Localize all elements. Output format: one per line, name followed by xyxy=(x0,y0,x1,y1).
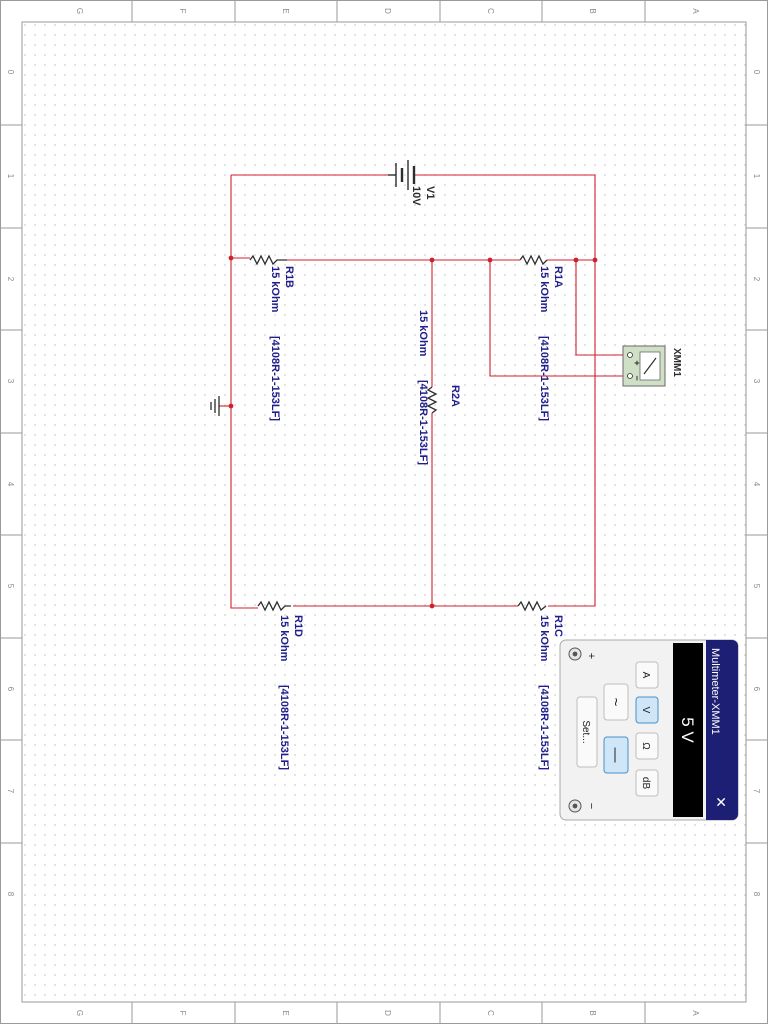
border-number-left: 8 xyxy=(6,892,15,897)
r1a-ref-label: R1A xyxy=(552,266,564,288)
border-number-left: 0 xyxy=(6,70,15,75)
r1b-ref-label: R1B xyxy=(283,266,295,288)
r2a-value-label: 15 kOhm xyxy=(417,310,429,357)
dot-grid xyxy=(22,22,746,1002)
border-letter-bottom: D xyxy=(383,1010,392,1016)
resistor-r2a[interactable] xyxy=(426,386,438,414)
resistor-r1a[interactable] xyxy=(519,254,548,266)
multimeter-title: Multimeter-XMM1 xyxy=(709,648,721,735)
border-number-left: 4 xyxy=(6,482,15,487)
volts-button-label: V xyxy=(640,707,651,714)
volts-button[interactable]: V xyxy=(635,696,659,724)
border-number-right: 1 xyxy=(752,174,761,179)
border-number-left: 5 xyxy=(6,584,15,589)
border-number-right: 0 xyxy=(752,70,761,75)
multimeter-xmm1-symbol[interactable] xyxy=(622,345,666,387)
border-letter-bottom: A xyxy=(691,1010,700,1016)
negative-terminal-label: − xyxy=(585,803,597,809)
border-number-right: 7 xyxy=(752,789,761,794)
border-letter-top: E xyxy=(281,8,290,13)
resistor-r1d[interactable] xyxy=(257,600,291,612)
border-number-right: 3 xyxy=(752,379,761,384)
border-letter-bottom: E xyxy=(281,1010,290,1015)
border-letter-bottom: G xyxy=(75,1010,84,1016)
border-letter-top: A xyxy=(691,8,700,14)
border-letter-top: D xyxy=(383,8,392,14)
r1d-value-label: 15 kOhm xyxy=(278,615,290,662)
border-letter-bottom: B xyxy=(588,1010,597,1015)
amps-button[interactable]: A xyxy=(635,661,659,689)
border-letter-top: C xyxy=(486,8,495,14)
r1a-part-label: [4108R-1-153LF] xyxy=(538,336,550,421)
border-letter-top: G xyxy=(75,8,84,14)
border-letter-top: F xyxy=(178,9,187,14)
border-number-right: 8 xyxy=(752,892,761,897)
border-number-right: 6 xyxy=(752,687,761,692)
resistor-r1c[interactable] xyxy=(517,600,547,612)
amps-button-label: A xyxy=(640,672,651,679)
r2a-ref-label: R2A xyxy=(449,385,461,407)
r1a-value-label: 15 kOhm xyxy=(538,266,550,313)
close-button[interactable]: ✕ xyxy=(708,790,734,814)
negative-terminal[interactable] xyxy=(568,799,582,813)
multimeter-reading: 5 V xyxy=(678,717,697,743)
battery-v1[interactable] xyxy=(388,160,416,190)
db-button[interactable]: dB xyxy=(635,769,659,797)
multimeter-titlebar[interactable] xyxy=(706,640,738,820)
ac-wave-icon: ~ xyxy=(607,698,624,707)
r1b-part-label: [4108R-1-153LF] xyxy=(269,336,281,421)
ac-mode-button[interactable]: ~ xyxy=(603,683,629,721)
border-number-left: 6 xyxy=(6,687,15,692)
close-icon: ✕ xyxy=(713,796,729,808)
r1c-part-label: [4108R-1-153LF] xyxy=(538,685,550,770)
border-number-left: 3 xyxy=(6,379,15,384)
positive-terminal[interactable] xyxy=(568,647,582,661)
dc-line-icon: — xyxy=(607,748,624,763)
positive-terminal-label: + xyxy=(585,653,597,659)
border-letter-bottom: C xyxy=(486,1010,495,1016)
xmm1-plus-label: + xyxy=(632,360,642,365)
multimeter-display xyxy=(673,643,703,817)
xmm1-minus-label: − xyxy=(632,375,642,380)
wires[interactable] xyxy=(219,174,625,609)
border-letter-top: B xyxy=(588,8,597,13)
set-button[interactable]: Set... xyxy=(576,696,598,768)
r1d-ref-label: R1D xyxy=(292,615,304,637)
r1d-part-label: [4108R-1-153LF] xyxy=(278,685,290,770)
border-number-left: 1 xyxy=(6,174,15,179)
db-button-label: dB xyxy=(640,777,651,790)
set-button-label: Set... xyxy=(580,720,591,743)
ground-symbol[interactable] xyxy=(210,396,220,416)
border-number-right: 5 xyxy=(752,584,761,589)
r1b-value-label: 15 kOhm xyxy=(269,266,281,313)
ohms-button[interactable]: Ω xyxy=(635,732,659,760)
border-number-right: 2 xyxy=(752,277,761,282)
border-letter-bottom: F xyxy=(178,1011,187,1016)
v1-value-label: 10V xyxy=(410,186,422,206)
dc-mode-button[interactable]: — xyxy=(603,736,629,774)
junctions xyxy=(228,255,598,609)
xmm1-ref-label: XMM1 xyxy=(671,348,682,377)
r1c-ref-label: R1C xyxy=(552,615,564,637)
border-number-left: 7 xyxy=(6,789,15,794)
border-number-right: 4 xyxy=(752,482,761,487)
border-number-left: 2 xyxy=(6,277,15,282)
r1c-value-label: 15 kOhm xyxy=(538,615,550,662)
ohms-button-label: Ω xyxy=(640,742,651,750)
resistor-r1b[interactable] xyxy=(249,254,287,266)
r2a-part-label: [4108R-1-153LF] xyxy=(417,380,429,465)
v1-ref-label: V1 xyxy=(424,186,436,199)
